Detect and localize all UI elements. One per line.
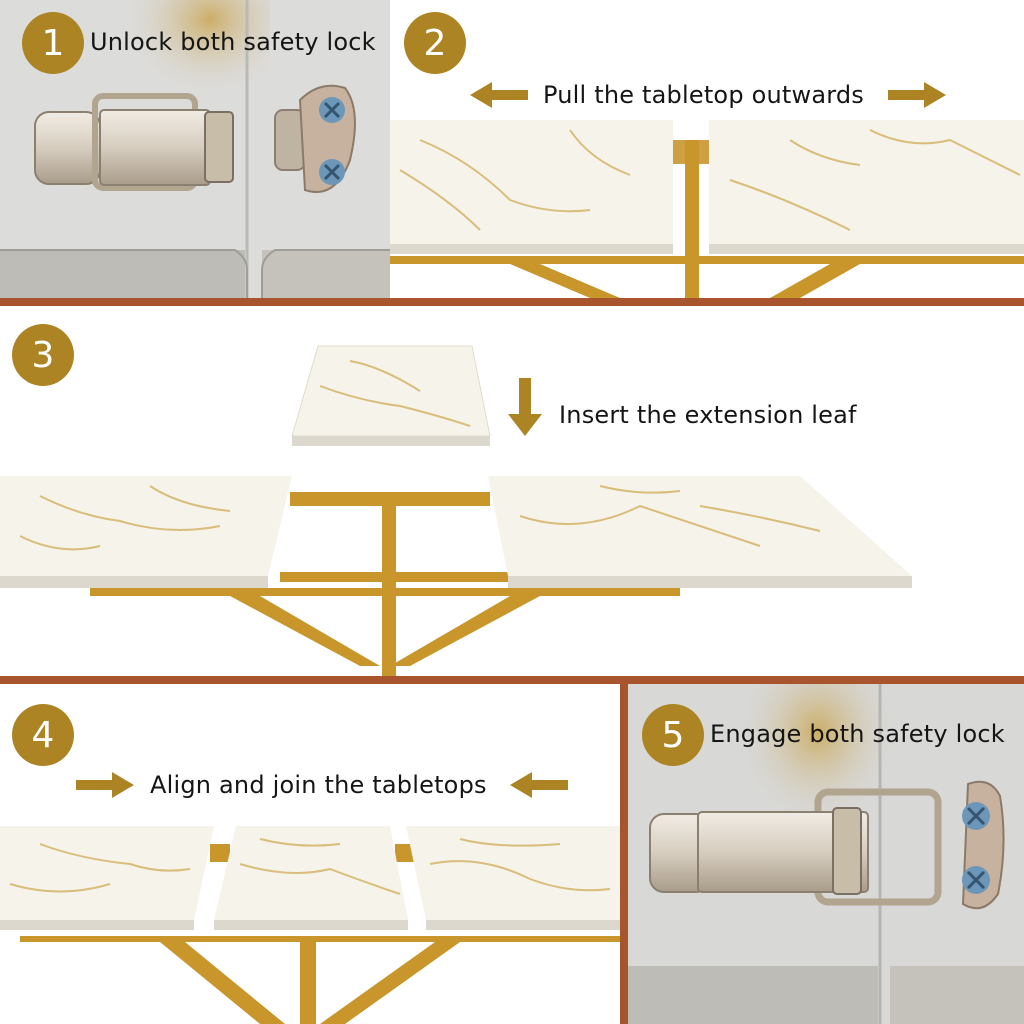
step-number-badge: 2: [404, 12, 466, 74]
step-1-panel: 1 Unlock both safety lock: [0, 0, 390, 298]
step-5-caption: Engage both safety lock: [710, 720, 1005, 748]
step-1-caption: Unlock both safety lock: [90, 28, 376, 56]
step-4-caption: Align and join the tabletops: [150, 771, 487, 799]
table-frame: [90, 492, 680, 676]
step-number-badge: 3: [12, 324, 74, 386]
arrow-down-icon: [508, 378, 542, 436]
arrow-left-icon: [510, 772, 568, 798]
step-number-badge: 5: [642, 704, 704, 766]
step-5-panel: 5 Engage both safety lock: [628, 684, 1024, 1024]
step-4-panel: 4 Align and join the tabletops: [0, 684, 620, 1024]
tabletop-right: [709, 120, 1024, 254]
join-tabletops-illustration: [0, 826, 620, 1024]
table-pulled-apart-illustration: [390, 120, 1024, 298]
arrow-right-icon: [76, 772, 134, 798]
step-2-caption: Pull the tabletop outwards: [543, 81, 865, 109]
tabletop-right: [488, 476, 912, 588]
tabletop-left: [0, 826, 214, 930]
table-frame: [390, 140, 1024, 298]
insert-leaf-illustration: [0, 345, 912, 676]
arrow-right-icon: [888, 82, 946, 108]
tabletop-left: [0, 476, 292, 588]
screw-icon: [962, 802, 990, 894]
extension-leaf: [214, 826, 408, 930]
tabletop-left: [390, 120, 673, 254]
extension-leaf: [291, 345, 491, 446]
step-3-caption: Insert the extension leaf: [559, 401, 857, 429]
table-frame: [20, 844, 620, 1024]
step-number-badge: 4: [12, 704, 74, 766]
latch-unlocked-illustration: [0, 0, 390, 298]
screw-icon: [319, 97, 345, 185]
step-number-badge: 1: [22, 12, 84, 74]
arrow-left-icon: [470, 82, 528, 108]
step-3-panel: 3 Insert the extension leaf: [0, 306, 1024, 676]
step-2-panel: 2 Pull the tabletop outwards: [390, 0, 1024, 298]
latch-locked-illustration: [628, 684, 1024, 1024]
latch-icon: [34, 84, 356, 193]
tabletop-right: [406, 826, 620, 930]
